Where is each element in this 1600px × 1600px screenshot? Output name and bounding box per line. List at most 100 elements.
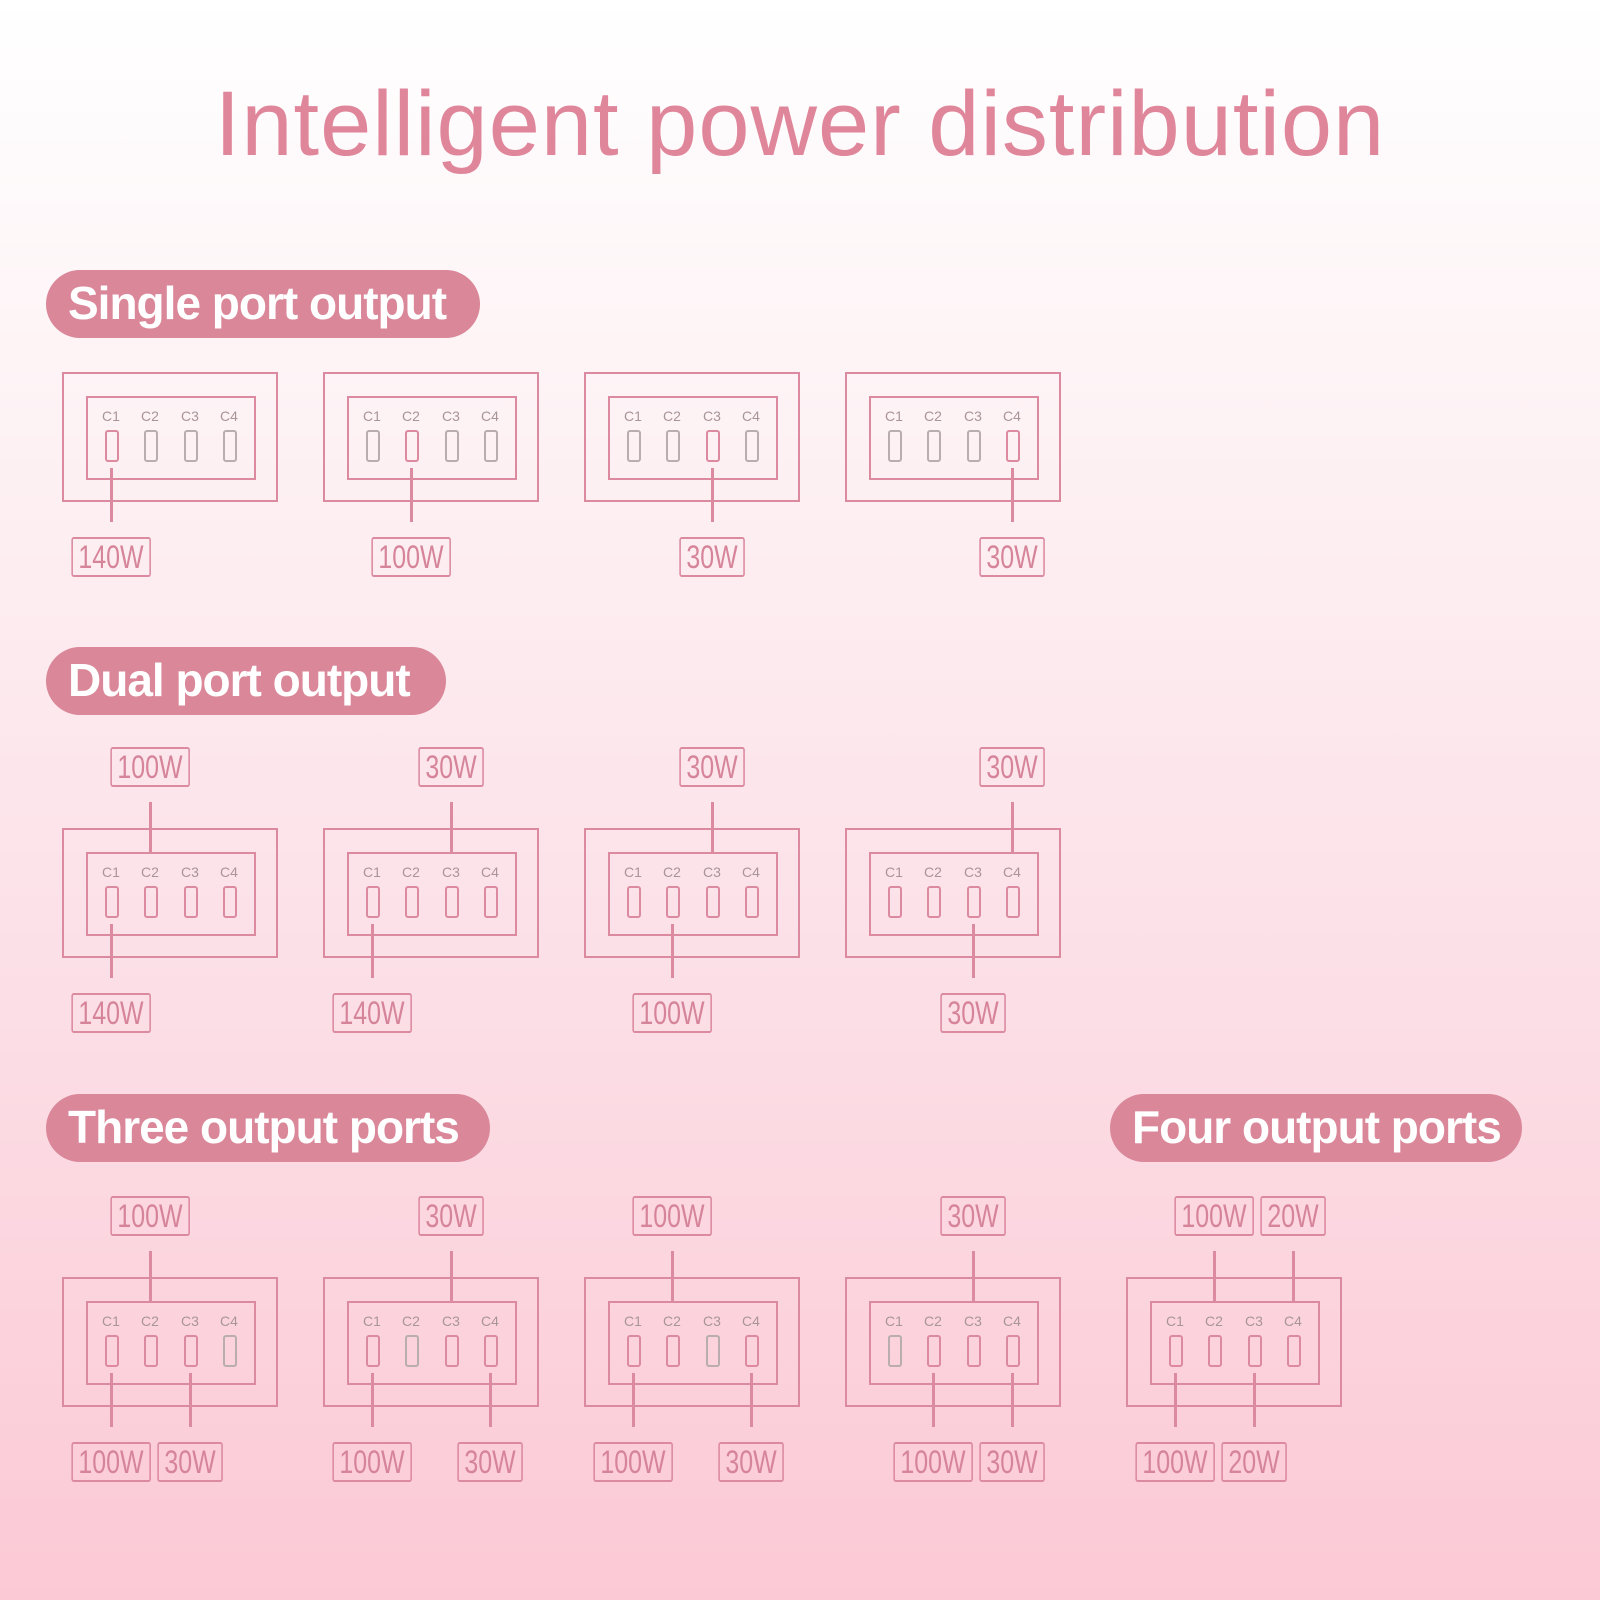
usb-c-port-icon bbox=[184, 886, 198, 918]
port-label: C1 bbox=[885, 864, 903, 880]
port-panel bbox=[869, 396, 1039, 480]
connector-line bbox=[149, 802, 152, 852]
port-panel bbox=[86, 852, 256, 936]
usb-c-port-icon bbox=[1248, 1335, 1262, 1367]
charger-body bbox=[584, 1277, 800, 1407]
usb-c-port-icon bbox=[666, 1335, 680, 1367]
wattage-label: 30W bbox=[457, 1442, 523, 1482]
usb-c-port-icon bbox=[223, 430, 237, 462]
connector-line bbox=[1174, 1373, 1177, 1427]
usb-c-port-icon bbox=[745, 1335, 759, 1367]
port-panel bbox=[1150, 1301, 1320, 1385]
port-label: C1 bbox=[363, 408, 381, 424]
port-label: C1 bbox=[624, 864, 642, 880]
connector-line bbox=[972, 1251, 975, 1301]
usb-c-port-icon bbox=[1006, 430, 1020, 462]
port-panel bbox=[347, 1301, 517, 1385]
port-label: C4 bbox=[742, 864, 760, 880]
connector-line bbox=[371, 924, 374, 978]
wattage-label: 140W bbox=[332, 993, 412, 1033]
wattage-label: 30W bbox=[418, 1196, 484, 1236]
port-diagram: C1 C2 C3 C4 30W bbox=[845, 372, 1065, 577]
wattage-label: 100W bbox=[893, 1442, 973, 1482]
port-label: C1 bbox=[885, 408, 903, 424]
usb-c-port-icon bbox=[405, 430, 419, 462]
port-label: C4 bbox=[481, 864, 499, 880]
port-label: C3 bbox=[964, 864, 982, 880]
port-label: C2 bbox=[402, 408, 420, 424]
usb-c-port-icon bbox=[967, 1335, 981, 1367]
usb-c-port-icon bbox=[105, 1335, 119, 1367]
charger-body bbox=[845, 828, 1061, 958]
port-label: C2 bbox=[402, 864, 420, 880]
port-label: C2 bbox=[924, 408, 942, 424]
wattage-label: 140W bbox=[71, 993, 151, 1033]
port-label: C1 bbox=[363, 1313, 381, 1329]
charger-body bbox=[323, 828, 539, 958]
usb-c-port-icon bbox=[888, 1335, 902, 1367]
wattage-label: 30W bbox=[979, 1442, 1045, 1482]
wattage-label: 30W bbox=[940, 1196, 1006, 1236]
port-panel bbox=[347, 396, 517, 480]
wattage-label: 30W bbox=[718, 1442, 784, 1482]
usb-c-port-icon bbox=[144, 430, 158, 462]
usb-c-port-icon bbox=[927, 430, 941, 462]
charger-body bbox=[62, 1277, 278, 1407]
connector-line bbox=[932, 1373, 935, 1427]
usb-c-port-icon bbox=[927, 886, 941, 918]
port-label: C2 bbox=[1205, 1313, 1223, 1329]
usb-c-port-icon bbox=[888, 430, 902, 462]
connector-line bbox=[1011, 468, 1014, 522]
port-panel bbox=[347, 852, 517, 936]
port-label: C1 bbox=[624, 1313, 642, 1329]
wattage-label: 30W bbox=[979, 537, 1045, 577]
section-heading: Single port output bbox=[46, 270, 480, 338]
port-panel bbox=[608, 1301, 778, 1385]
connector-line bbox=[750, 1373, 753, 1427]
port-label: C1 bbox=[102, 408, 120, 424]
wattage-label: 140W bbox=[71, 537, 151, 577]
wattage-label: 100W bbox=[1174, 1196, 1254, 1236]
connector-line bbox=[671, 1251, 674, 1301]
wattage-label: 100W bbox=[332, 1442, 412, 1482]
wattage-label: 100W bbox=[632, 1196, 712, 1236]
port-panel bbox=[869, 852, 1039, 936]
port-panel bbox=[608, 396, 778, 480]
connector-line bbox=[110, 1373, 113, 1427]
wattage-label: 100W bbox=[371, 537, 451, 577]
connector-line bbox=[632, 1373, 635, 1427]
usb-c-port-icon bbox=[223, 1335, 237, 1367]
port-label: C3 bbox=[1245, 1313, 1263, 1329]
usb-c-port-icon bbox=[706, 430, 720, 462]
charger-body bbox=[584, 828, 800, 958]
port-label: C1 bbox=[102, 864, 120, 880]
port-label: C2 bbox=[924, 1313, 942, 1329]
usb-c-port-icon bbox=[706, 886, 720, 918]
usb-c-port-icon bbox=[706, 1335, 720, 1367]
usb-c-port-icon bbox=[405, 1335, 419, 1367]
connector-line bbox=[371, 1373, 374, 1427]
usb-c-port-icon bbox=[1006, 1335, 1020, 1367]
charger-body bbox=[62, 828, 278, 958]
usb-c-port-icon bbox=[445, 1335, 459, 1367]
port-label: C3 bbox=[181, 1313, 199, 1329]
port-label: C4 bbox=[481, 408, 499, 424]
port-label: C1 bbox=[885, 1313, 903, 1329]
charger-body bbox=[584, 372, 800, 502]
port-label: C2 bbox=[924, 864, 942, 880]
connector-line bbox=[450, 1251, 453, 1301]
port-label: C4 bbox=[1003, 408, 1021, 424]
port-label: C1 bbox=[1166, 1313, 1184, 1329]
usb-c-port-icon bbox=[445, 430, 459, 462]
usb-c-port-icon bbox=[223, 886, 237, 918]
port-label: C3 bbox=[442, 1313, 460, 1329]
port-label: C3 bbox=[442, 864, 460, 880]
port-label: C3 bbox=[964, 408, 982, 424]
